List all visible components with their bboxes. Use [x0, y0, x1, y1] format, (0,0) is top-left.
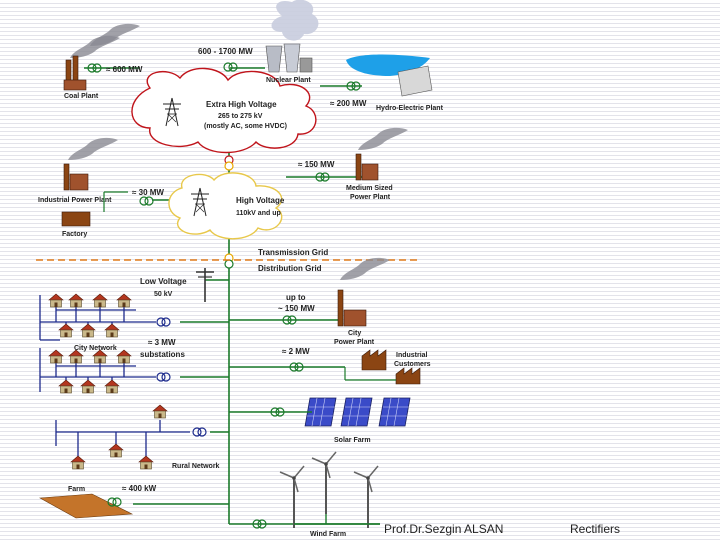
substation-transformer-icon: [156, 317, 171, 327]
city-network-label: City Network: [74, 345, 117, 352]
transformer-hv-distribution: [224, 253, 234, 269]
distribution-grid-label: Distribution Grid: [258, 264, 322, 273]
wind-farm: Wind Farm: [252, 451, 380, 538]
house-icon: [108, 443, 124, 458]
low-voltage-title: Low Voltage: [140, 277, 187, 286]
house-icon: [116, 349, 132, 364]
rural-network: [55, 420, 190, 458]
wind-turbine-icon: [353, 465, 379, 529]
house-icon: [48, 349, 64, 364]
ehv-range: 265 to 275 kV: [218, 113, 263, 120]
farm-label: Farm: [68, 486, 85, 493]
footer-topic: Rectifiers: [570, 522, 621, 536]
house-icon: [152, 404, 168, 419]
industrial-power-plant: Industrial Power Plant ≈ 30 MW Factory: [38, 137, 164, 238]
hv-title: High Voltage: [236, 196, 285, 205]
wind-turbine-icon: [279, 465, 305, 529]
wind-turbine-icon: [311, 451, 337, 515]
house-icon: [116, 293, 132, 308]
medium-plant-label-line1: Medium Sized: [346, 185, 393, 192]
industrial-customers: Industrial Customers ≈ 2 MW: [282, 347, 431, 385]
nuclear-plant-label: Nuclear Plant: [266, 77, 311, 84]
rural-network-label: Rural Network: [172, 463, 220, 470]
hydro-plant-label: Hydro-Electric Plant: [376, 105, 444, 112]
house-icon: [68, 293, 84, 308]
house-icon: [58, 379, 74, 394]
low-voltage-range: 50 kV: [154, 291, 173, 298]
farm: Farm ≈ 400 kW: [38, 484, 157, 519]
coal-mw-label: ≈ 600 MW: [106, 65, 143, 74]
house-icon: [104, 323, 120, 338]
industrial-mw-label: ≈ 30 MW: [132, 188, 164, 197]
farm-kw-label: ≈ 400 kW: [122, 484, 157, 493]
house-icon: [70, 455, 86, 470]
medium-mw-label: ≈ 150 MW: [298, 160, 335, 169]
house-icon: [80, 323, 96, 338]
industrial-transformer-icon: [139, 196, 154, 206]
low-voltage-pole-icon: [196, 268, 214, 302]
medium-power-plant: Medium Sized Power Plant ≈ 150 MW: [298, 127, 408, 201]
solar-farm: Solar Farm: [270, 397, 411, 444]
ehv-title: Extra High Voltage: [206, 100, 277, 109]
wind-farm-label: Wind Farm: [310, 531, 346, 538]
house-icon: [48, 293, 64, 308]
grid-lines: [84, 67, 380, 525]
hv-range: 110kV and up: [236, 210, 281, 217]
medium-plant-label-line2: Power Plant: [350, 194, 391, 201]
industrial-plant-label: Industrial Power Plant: [38, 197, 112, 204]
city-plant-mw: ~ 150 MW: [278, 304, 315, 313]
substations-mw-label: ≈ 3 MW: [148, 338, 176, 347]
farm-transformer-icon: [107, 497, 122, 507]
house-icon: [58, 323, 74, 338]
substation-transformer-icon: [156, 372, 171, 382]
hydro-plant: Hydro-Electric Plant ≈ 200 MW: [330, 54, 444, 112]
city-plant-up-to: up to: [286, 293, 306, 302]
extra-high-voltage-cloud: Extra High Voltage 265 to 275 kV (mostly…: [131, 67, 317, 154]
solar-farm-label: Solar Farm: [334, 437, 371, 444]
nuclear-transformer-icon: [223, 62, 238, 72]
house-icon: [80, 379, 96, 394]
rural-transformer-icon: [192, 427, 207, 437]
industrial-customers-line2: Customers: [394, 361, 431, 368]
house-icon: [138, 455, 154, 470]
coal-plant: Coal Plant ≈ 600 MW: [63, 23, 143, 100]
industrial-customers-line1: Industrial: [396, 352, 428, 359]
substations-label: substations: [140, 350, 185, 359]
factory-label: Factory: [62, 231, 87, 238]
ehv-note: (mostly AC, some HVDC): [204, 123, 287, 130]
house-icon: [92, 293, 108, 308]
city-houses: [48, 293, 132, 394]
nuclear-mw-label: 600 - 1700 MW: [198, 47, 253, 56]
hydro-mw-label: ≈ 200 MW: [330, 99, 367, 108]
industrial-customers-mw: ≈ 2 MW: [282, 347, 310, 356]
high-voltage-cloud: High Voltage 110kV and up: [168, 172, 285, 240]
city-network: [39, 295, 156, 392]
solar-panel-icon: [340, 397, 373, 427]
footer-author: Prof.Dr.Sezgin ALSAN: [384, 522, 504, 536]
house-icon: [104, 379, 120, 394]
nuclear-plant: Nuclear Plant 600 - 1700 MW: [198, 0, 319, 84]
coal-plant-label: Coal Plant: [64, 93, 99, 100]
city-power-plant: City Power Plant up to ~ 150 MW: [278, 257, 390, 346]
solar-panel-icon: [378, 397, 411, 427]
transmission-grid-label: Transmission Grid: [258, 248, 328, 257]
transformer-ehv-hv: [224, 155, 234, 171]
city-plant-label-line1: City: [348, 330, 361, 337]
city-plant-label-line2: Power Plant: [334, 339, 375, 346]
